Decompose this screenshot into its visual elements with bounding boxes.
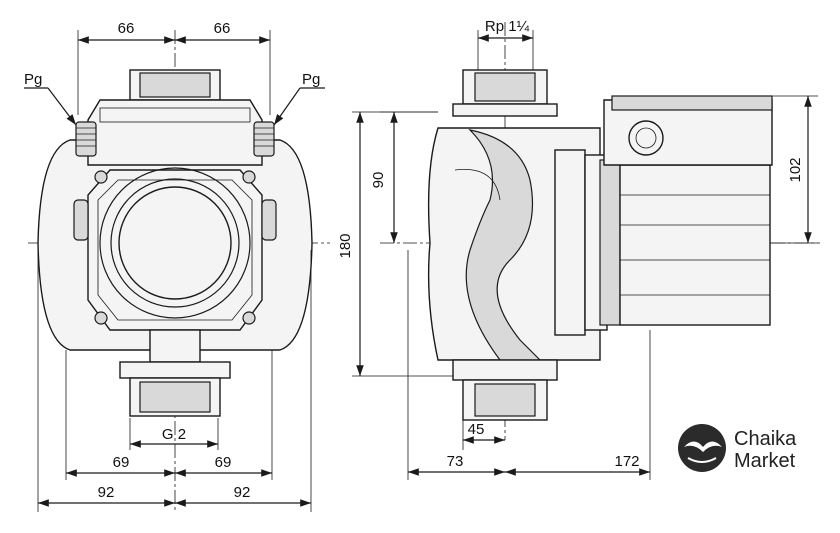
dim-172-label: 172 [614, 453, 639, 470]
side-flange-bolts [599, 159, 621, 326]
side-top-outlet-thread [474, 72, 536, 102]
front-bolt-tr [242, 170, 256, 184]
side-flange-ring [554, 149, 586, 336]
front-top-outlet-thread [139, 72, 211, 98]
side-gland-nut [628, 120, 664, 156]
front-rotor-mid [110, 178, 240, 308]
logo-gull-wave [687, 457, 717, 463]
front-bolt-bl [94, 311, 108, 325]
dim-69-right-label: 69 [215, 454, 232, 471]
side-terminal-lid [611, 95, 773, 111]
logo-line2: Market [734, 450, 796, 472]
pg-leader-left [47, 87, 77, 126]
front-rotor-outer [99, 167, 251, 319]
side-gland-inner [635, 127, 657, 149]
dim-73-label: 73 [447, 453, 464, 470]
side-bottom-outlet-thread [474, 383, 536, 417]
side-motor-housing [619, 164, 771, 326]
front-bolt-tl [94, 170, 108, 184]
logo-line1: Chaika [734, 428, 797, 450]
side-top-collar [452, 103, 558, 117]
front-bottom-neck [149, 329, 201, 363]
dim-45-label: 45 [468, 421, 485, 438]
pg-label-right: Pg [302, 71, 320, 88]
front-lug-right [261, 199, 277, 241]
chaika-market-logo: Chaika Market [678, 424, 797, 472]
front-flange-inner [97, 179, 253, 321]
front-head-band [99, 107, 251, 123]
front-lug-left [73, 199, 89, 241]
dim-66-right-label: 66 [214, 20, 231, 37]
front-gland-left-ribs [76, 127, 96, 147]
dim-92-right-label: 92 [234, 484, 251, 501]
side-bottom-collar [452, 359, 558, 381]
front-gland-right [253, 121, 275, 157]
front-bolt-br [242, 311, 256, 325]
front-bottom-flange [119, 361, 231, 379]
dim-102-label: 102 [787, 157, 804, 182]
dim-180-label: 180 [337, 233, 354, 258]
dim-66-left-label: 66 [118, 20, 135, 37]
dim-69-left-label: 69 [113, 454, 130, 471]
side-volute [465, 129, 542, 361]
front-gland-right-ribs [254, 127, 274, 147]
g2-label: G 2 [162, 426, 186, 443]
front-view: 66 66 Pg Pg G 2 69 69 92 92 [24, 20, 330, 512]
pg-label-left: Pg [24, 71, 42, 88]
front-control-head [87, 99, 263, 166]
front-gland-left [75, 121, 97, 157]
dim-92-left-label: 92 [98, 484, 115, 501]
side-view: Rp 1¼ 90 180 102 45 73 172 [337, 18, 820, 480]
side-volute-curve [454, 168, 501, 201]
front-rotor-inner [118, 186, 232, 300]
logo-gull-wings [684, 441, 722, 452]
side-motor-ribs [620, 194, 770, 296]
side-extension-lines [352, 30, 818, 480]
front-extension-lines [37, 30, 312, 512]
pg-leader-right [273, 87, 301, 126]
front-bottom-outlet-thread [139, 381, 211, 413]
dim-90-label: 90 [370, 172, 387, 189]
rp-label: Rp 1¼ [485, 18, 530, 35]
